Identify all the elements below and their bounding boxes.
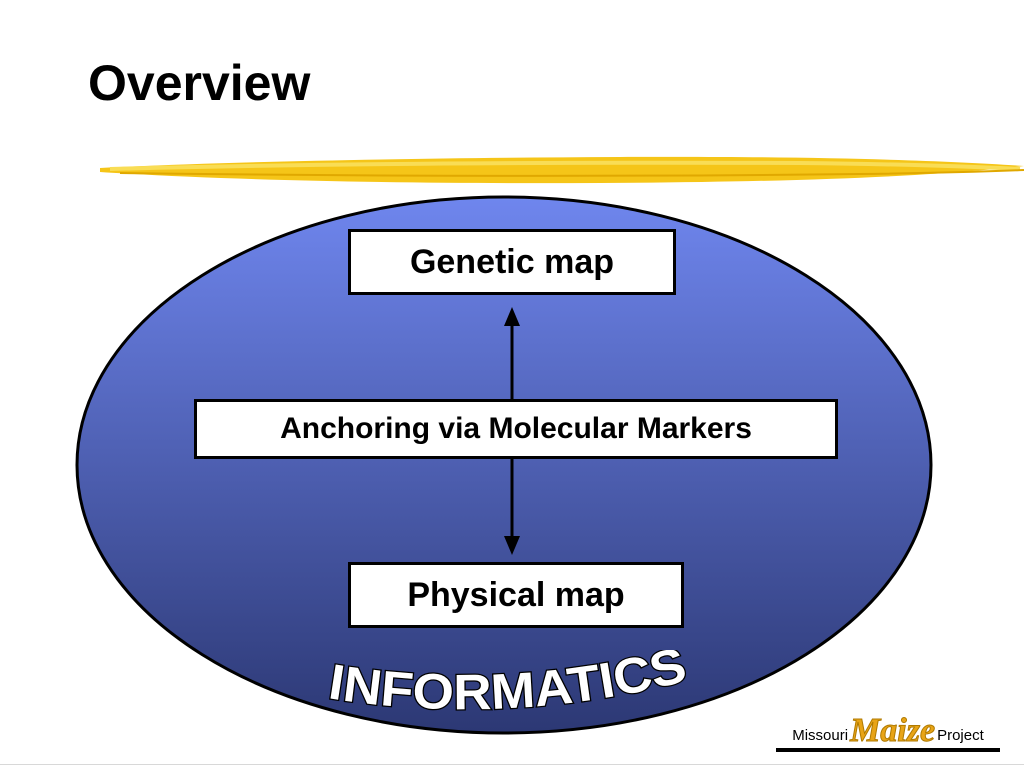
informatics-label: INFORMATICS <box>325 650 691 720</box>
anchoring-box: Anchoring via Molecular Markers <box>194 399 838 459</box>
arrow-up-head <box>504 307 520 326</box>
informatics-banner: INFORMATICS <box>324 650 693 720</box>
footer-divider <box>0 764 1024 765</box>
title-underline-brushstroke <box>100 156 1024 184</box>
logo-project: Project <box>937 727 984 744</box>
physical-map-box: Physical map <box>348 562 684 628</box>
arrow-down-head <box>504 536 520 555</box>
informatics-text: INFORMATICS <box>324 650 693 720</box>
logo-missouri: Missouri <box>792 727 849 744</box>
slide-title: Overview <box>88 55 311 111</box>
genetic-map-box: Genetic map <box>348 229 676 295</box>
logo-maize: Maize <box>850 712 936 749</box>
missouri-maize-project-logo: Missouri Maize Project <box>776 708 1000 752</box>
informatics-ellipse <box>75 195 933 735</box>
